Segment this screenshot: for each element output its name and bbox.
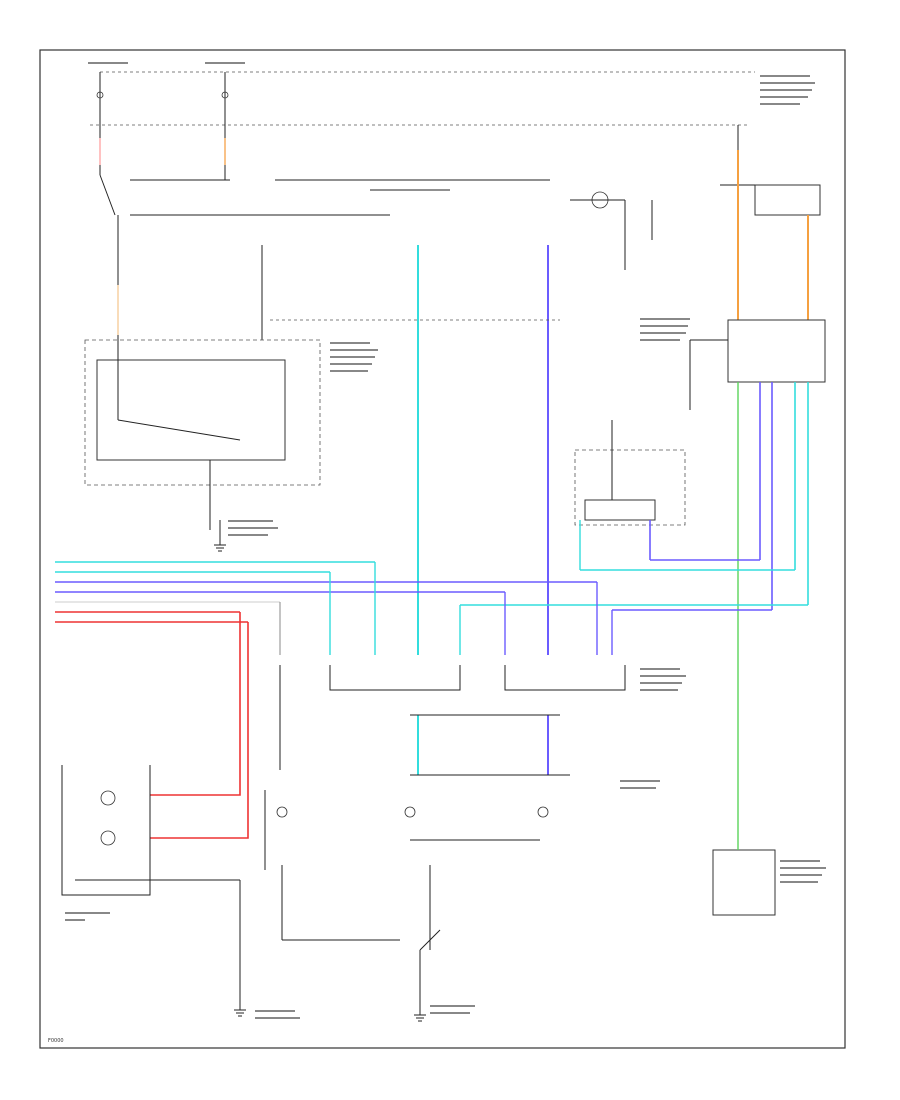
ground-symbol bbox=[414, 1014, 426, 1022]
ground-symbol bbox=[214, 544, 226, 552]
illegible-labels bbox=[65, 62, 826, 1019]
passenger-connector bbox=[329, 665, 626, 691]
diagram-border bbox=[39, 49, 846, 1049]
turn-signal-switch bbox=[574, 449, 686, 526]
switch-contacts bbox=[584, 499, 656, 521]
indicator-lamp bbox=[276, 806, 288, 818]
indicator-lamp bbox=[404, 806, 416, 818]
data-link-module bbox=[712, 849, 776, 916]
figure-label: F0000 bbox=[48, 1038, 64, 1044]
wire-segment bbox=[99, 174, 116, 216]
fuse-feed-right bbox=[221, 72, 229, 180]
switch-contact bbox=[419, 929, 441, 951]
flasher-relay bbox=[96, 359, 286, 461]
wire-segment bbox=[117, 419, 241, 441]
wire-red-right bbox=[150, 612, 241, 796]
right-relay-label-box bbox=[754, 184, 821, 216]
hazard-flasher-module bbox=[84, 339, 321, 486]
fuse-feed-left bbox=[96, 72, 104, 175]
right-relay bbox=[727, 319, 826, 383]
bulb-icon bbox=[100, 790, 116, 806]
rear-lamp-housing bbox=[61, 765, 151, 896]
bulb-icon bbox=[100, 830, 116, 846]
wire-red-left bbox=[150, 622, 249, 839]
ground-symbol bbox=[234, 1009, 246, 1017]
indicator-lamp bbox=[537, 806, 549, 818]
